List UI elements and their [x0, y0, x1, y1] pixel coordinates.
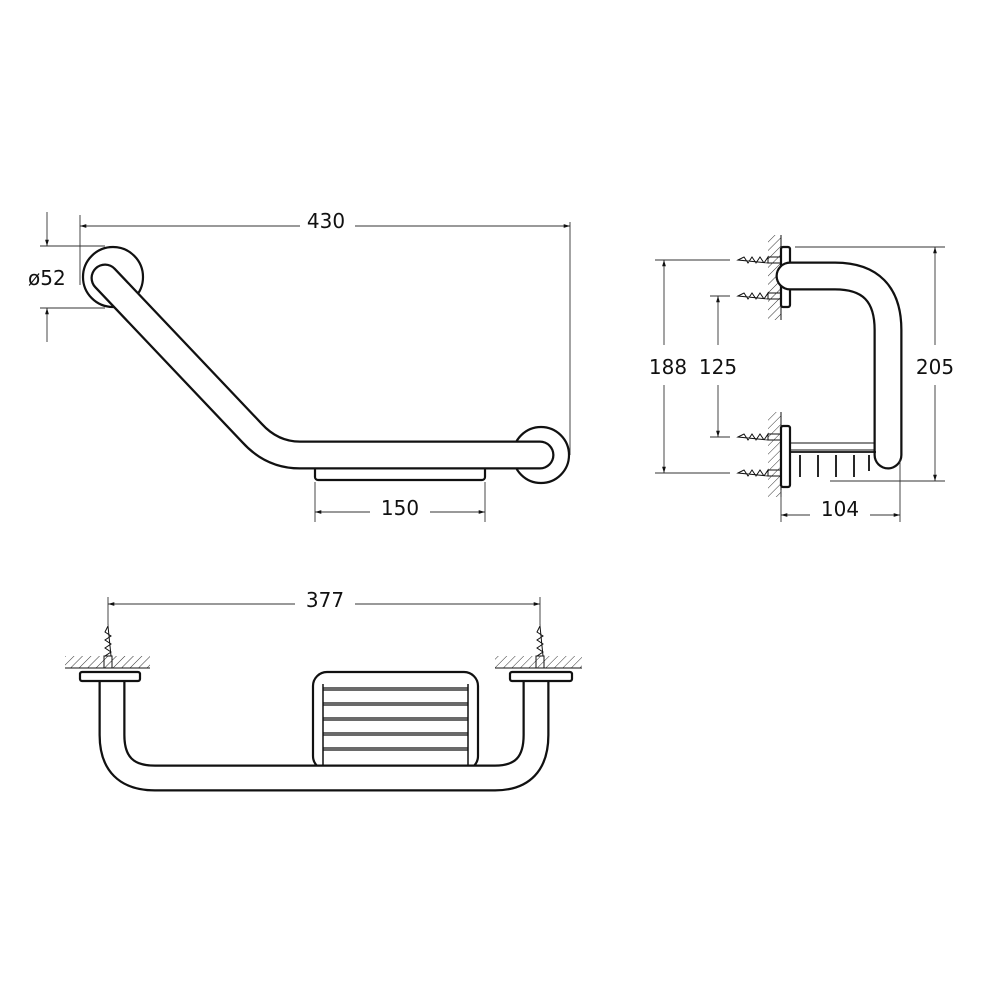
basket-bars — [323, 687, 468, 751]
dim-377: 377 — [306, 588, 344, 612]
dim-104: 104 — [821, 497, 859, 521]
grab-bar-tube — [90, 263, 555, 470]
front-view: 377 — [65, 588, 582, 792]
flange-right — [508, 670, 574, 683]
wall-hatch — [495, 656, 582, 668]
wall-hatch — [768, 412, 781, 497]
basket-wires — [790, 451, 876, 477]
basket-rail — [789, 442, 875, 451]
dim-430: 430 — [307, 209, 345, 233]
grab-bar-tube-side-fill — [777, 263, 901, 468]
dim-205: 205 — [916, 355, 954, 379]
dim-125: 125 — [699, 355, 737, 379]
dim-188: 188 — [649, 355, 687, 379]
dim-diameter-52: ø52 — [28, 266, 66, 290]
grab-bar-tube-fill — [92, 265, 553, 468]
flange-left — [78, 670, 142, 683]
flange-bottom — [779, 424, 792, 489]
screws — [103, 624, 545, 669]
top-view: 430 ø52 150 — [28, 209, 571, 522]
wall-hatch — [65, 656, 150, 668]
grab-bar-tube-front-fill — [100, 679, 548, 790]
side-view: 188 125 205 104 — [649, 235, 954, 522]
basket-sides — [322, 684, 469, 770]
basket — [311, 670, 480, 772]
dim-150: 150 — [381, 496, 419, 520]
